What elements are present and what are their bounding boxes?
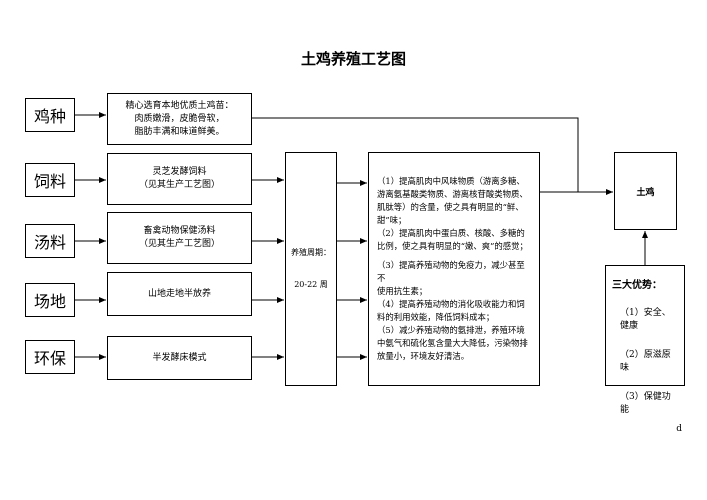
desc-line: 脂肪丰满和味道鲜美。 — [134, 126, 225, 137]
desc-environment: 半发酵床模式 — [107, 336, 252, 380]
desc-line: （见其生产工艺图） — [138, 239, 220, 249]
cycle-label: 养殖周期： — [291, 248, 331, 257]
benefit-line: （3）提高养殖动物的免疫力，减少甚至 — [377, 260, 525, 270]
desc-chicken-breed: 精心选育本地优质土鸡苗： 肉质嫩滑，皮脆骨软， 脂肪丰满和味道鲜美。 — [107, 93, 252, 145]
benefit-line: 使用抗生素； — [377, 286, 428, 296]
desc-feed: 灵芝发酵饲料 （见其生产工艺图） — [107, 153, 252, 205]
benefit-line: （5）减少养殖动物的氨排泄，养殖环境 — [377, 325, 525, 335]
advantages-heading: 三大优势： — [612, 280, 662, 291]
breeding-cycle-box: 养殖周期： 20-22 周 — [285, 152, 337, 386]
benefit-line: 中氨气和硫化氢含量大大降低，污染物排 — [377, 338, 528, 348]
benefit-line: 比例，使之具有明显的“嫩、爽”的感觉； — [377, 241, 528, 251]
benefit-line: （2）提高肌肉中蛋白质、核酸、多糖的 — [377, 228, 525, 238]
desc-soup: 畜禽动物保健汤料 （见其生产工艺图） — [107, 212, 252, 264]
benefit-line: 游离氨基酸类物质、游离核苷酸类物质、 — [377, 189, 528, 199]
desc-line: 灵芝发酵饲料 — [152, 167, 207, 177]
desc-line: 山地走地半放养 — [147, 288, 211, 299]
cycle-value: 20-22 周 — [294, 280, 328, 289]
benefit-line: 不 — [377, 273, 386, 283]
benefit-line: 放量小，环境友好清洁。 — [377, 351, 470, 361]
advantage-item: （3）保健功能 — [620, 392, 671, 415]
benefits-box: （1）提高肌肉中风味物质（游离多糖、 游离氨基酸类物质、游离核苷酸类物质、 肌肽… — [368, 152, 540, 386]
benefit-line: （4）提高养殖动物的消化吸收能力和饲 — [377, 299, 525, 309]
benefit-line: 甜”味； — [377, 215, 407, 225]
label-soup: 汤料 — [25, 224, 75, 258]
desc-line: 半发酵床模式 — [152, 352, 207, 363]
desc-line: 畜禽动物保健汤料 — [143, 226, 216, 236]
advantage-item: （2）原滋原味 — [620, 350, 671, 373]
product-box: 土鸡 — [614, 152, 677, 230]
benefit-line: 料的利用效能，降低饲料成本； — [377, 312, 495, 322]
label-feed: 饲料 — [25, 163, 75, 197]
label-site: 场地 — [25, 283, 75, 317]
advantages-box: 三大优势： （1）安全、健康 （2）原滋原味 （3）保健功能 — [605, 265, 685, 415]
desc-line: （见其生产工艺图） — [138, 180, 220, 190]
advantage-item: （1）安全、健康 — [620, 308, 671, 331]
benefit-line: 肌肽等）的含量，使之具有明显的“鲜、 — [377, 202, 524, 212]
desc-site: 山地走地半放养 — [107, 272, 252, 316]
benefit-line: （1）提高肌肉中风味物质（游离多糖、 — [377, 176, 525, 186]
desc-line: 精心选育本地优质土鸡苗： — [125, 100, 234, 111]
line-breed-product — [252, 117, 579, 192]
label-environment: 环保 — [25, 340, 75, 374]
diagram-title: 土鸡养殖工艺图 — [300, 50, 406, 68]
label-chicken-breed: 鸡种 — [25, 98, 75, 132]
desc-line: 肉质嫩滑，皮脆骨软， — [134, 113, 225, 124]
page-mark: d — [676, 424, 682, 434]
